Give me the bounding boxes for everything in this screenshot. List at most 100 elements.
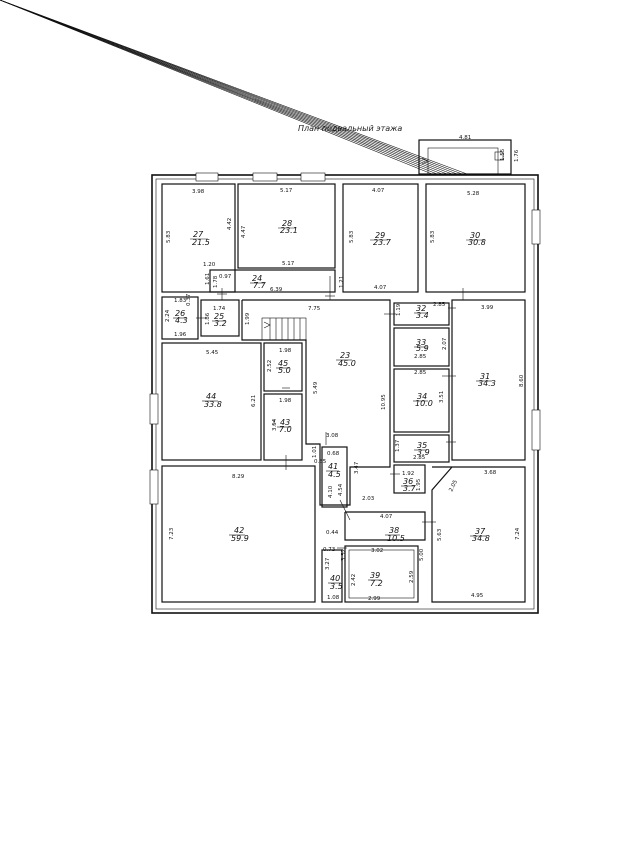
svg-text:5.83: 5.83 — [349, 230, 355, 243]
room-30-label: 30 30.8 — [468, 231, 486, 247]
svg-text:23.1: 23.1 — [280, 226, 298, 235]
svg-text:0.68: 0.68 — [327, 451, 340, 457]
svg-text:2.85: 2.85 — [414, 370, 427, 376]
svg-text:1.61: 1.61 — [205, 273, 211, 285]
room-38-label: 38 10.5 — [387, 526, 405, 543]
svg-text:39: 39 — [370, 571, 380, 580]
svg-text:0.97: 0.97 — [219, 274, 232, 280]
svg-text:10.5: 10.5 — [387, 534, 405, 543]
exterior-stair — [0, 0, 512, 175]
svg-text:0.37: 0.37 — [186, 293, 192, 306]
svg-text:1.37: 1.37 — [395, 439, 401, 452]
svg-text:29: 29 — [375, 231, 385, 240]
svg-text:3.68: 3.68 — [484, 470, 497, 476]
svg-text:1.95: 1.95 — [416, 478, 422, 491]
svg-text:21.5: 21.5 — [192, 238, 210, 247]
svg-text:10.0: 10.0 — [415, 399, 433, 408]
svg-text:1.08: 1.08 — [327, 595, 340, 601]
svg-text:42: 42 — [234, 526, 244, 535]
room-40-label: 40 3.5 — [330, 574, 343, 591]
svg-text:3.98: 3.98 — [192, 189, 205, 195]
dimension-labels: 4.81 1.55 1.76 3.98 5.17 4.07 5.28 4.42 … — [165, 135, 525, 602]
room-28-label: 28 23.1 — [280, 219, 298, 235]
svg-text:6.21: 6.21 — [251, 395, 257, 407]
svg-text:28: 28 — [282, 219, 292, 228]
svg-text:7.2: 7.2 — [370, 579, 383, 588]
room-43-label: 43 7.0 — [279, 418, 292, 434]
svg-text:1.96: 1.96 — [174, 332, 187, 338]
room-41-label: 41 4.5 — [328, 462, 341, 479]
svg-text:3.5: 3.5 — [330, 582, 343, 591]
svg-text:3.08: 3.08 — [326, 433, 339, 439]
svg-text:1.98: 1.98 — [279, 348, 292, 354]
room-26-label: 26 4.3 — [175, 309, 188, 325]
svg-text:41: 41 — [328, 462, 338, 471]
svg-text:5.9: 5.9 — [416, 344, 429, 353]
svg-text:30: 30 — [470, 231, 480, 240]
svg-text:4.07: 4.07 — [380, 514, 393, 520]
svg-text:5.63: 5.63 — [437, 528, 443, 541]
svg-text:3.2: 3.2 — [214, 319, 227, 328]
rooms-top — [161, 183, 526, 340]
svg-text:38: 38 — [389, 526, 399, 535]
svg-text:24: 24 — [252, 274, 262, 283]
room-label-underlines — [173, 227, 492, 584]
svg-text:1.92: 1.92 — [402, 471, 414, 477]
room-27-label: 27 21.5 — [192, 230, 210, 247]
room-31-label: 31 34.3 — [478, 372, 496, 388]
svg-text:32: 32 — [416, 304, 426, 313]
svg-text:5.00: 5.00 — [419, 548, 425, 561]
room-42-label: 42 59.9 — [231, 526, 249, 543]
room-39-label: 39 7.2 — [370, 571, 383, 588]
svg-text:3.47: 3.47 — [354, 461, 360, 474]
svg-text:31: 31 — [480, 372, 490, 381]
svg-text:4.81: 4.81 — [459, 135, 471, 141]
svg-text:2.99: 2.99 — [368, 596, 381, 602]
hall-23 — [241, 299, 391, 506]
svg-text:5.83: 5.83 — [430, 230, 436, 243]
svg-text:5.45: 5.45 — [206, 350, 219, 356]
svg-text:5.0: 5.0 — [278, 366, 291, 375]
rooms-right — [393, 299, 526, 494]
svg-text:2.03: 2.03 — [362, 496, 375, 502]
svg-text:2.59: 2.59 — [409, 570, 415, 583]
svg-text:10.95: 10.95 — [381, 394, 387, 410]
svg-text:34.3: 34.3 — [478, 379, 496, 388]
svg-text:25: 25 — [214, 312, 224, 321]
svg-text:33.8: 33.8 — [204, 400, 222, 409]
svg-text:3.54: 3.54 — [272, 418, 278, 431]
svg-text:37: 37 — [475, 527, 486, 536]
svg-text:3.9: 3.9 — [417, 448, 430, 457]
svg-text:4.3: 4.3 — [175, 316, 188, 325]
svg-text:2.52: 2.52 — [267, 360, 273, 372]
room-23-label: 23 45.0 — [338, 351, 356, 368]
svg-text:26: 26 — [175, 309, 185, 318]
svg-text:5.17: 5.17 — [282, 261, 295, 267]
svg-text:1.01: 1.01 — [312, 446, 318, 458]
svg-text:35: 35 — [417, 441, 427, 450]
svg-text:33: 33 — [416, 338, 426, 347]
svg-text:2.07: 2.07 — [442, 337, 448, 350]
svg-text:45: 45 — [278, 359, 288, 368]
room-32-label: 32 3.4 — [416, 304, 429, 320]
svg-text:1.20: 1.20 — [203, 262, 216, 268]
svg-text:4.42: 4.42 — [227, 218, 233, 230]
svg-text:1.99: 1.99 — [245, 312, 251, 325]
svg-text:4.5: 4.5 — [328, 470, 341, 479]
svg-text:3.51: 3.51 — [439, 391, 445, 403]
svg-text:3.7: 3.7 — [403, 484, 417, 493]
room-labels: 27 21.5 28 23.1 29 23.7 30 30.8 24 7.7 2… — [175, 219, 496, 591]
svg-text:3.99: 3.99 — [481, 305, 494, 311]
svg-text:7.7: 7.7 — [253, 281, 267, 290]
svg-text:8.60: 8.60 — [519, 374, 525, 387]
svg-text:4.95: 4.95 — [471, 593, 484, 599]
svg-text:34.8: 34.8 — [472, 534, 490, 543]
svg-text:7.75: 7.75 — [308, 306, 321, 312]
svg-text:1.78: 1.78 — [213, 275, 219, 288]
svg-text:2.42: 2.42 — [351, 574, 357, 586]
svg-text:59.9: 59.9 — [231, 534, 249, 543]
svg-text:6.39: 6.39 — [270, 287, 283, 293]
svg-text:1.98: 1.98 — [279, 398, 292, 404]
room-29-label: 29 23.7 — [373, 231, 392, 247]
